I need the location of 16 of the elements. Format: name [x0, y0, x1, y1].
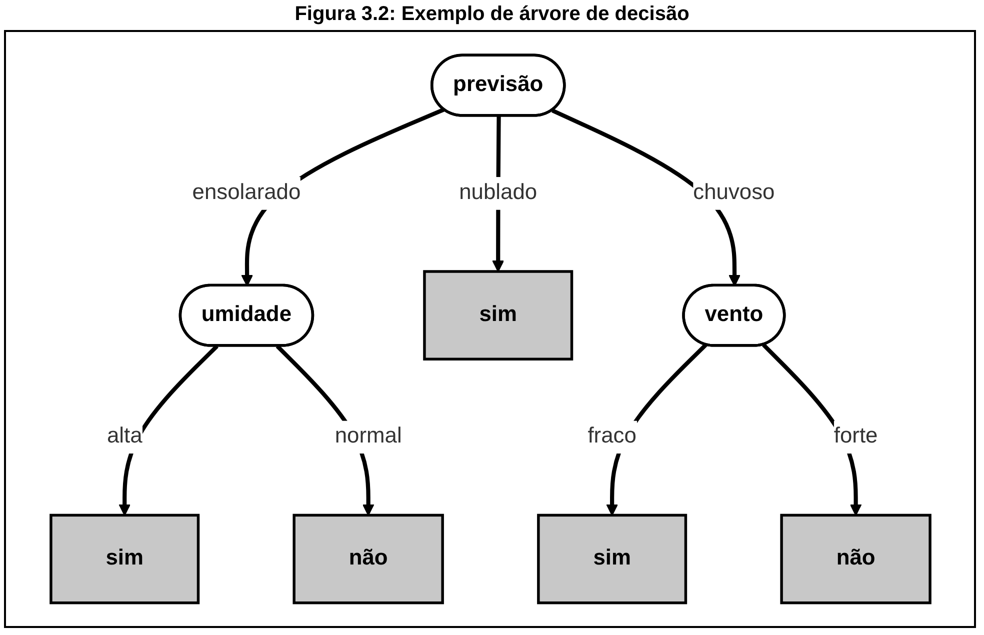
edge-label: alta [106, 424, 142, 448]
figure-frame: ensolarado nublado chuvoso alta normal fraco forte previsão umidade sim vento sim não sim não [4, 30, 976, 628]
edge-label: fraco [587, 424, 636, 448]
node-box [422, 270, 573, 360]
figure-title: Figura 3.2: Exemplo de árvore de decisão [294, 2, 690, 27]
node-box [49, 514, 200, 604]
edge-label: nublado [458, 181, 537, 204]
edge-label: forte [833, 424, 878, 448]
node-box [780, 514, 931, 604]
arrow [551, 108, 740, 286]
arrow [118, 344, 218, 516]
node-box [292, 514, 444, 604]
edge-label: ensolarado [192, 181, 300, 204]
node-box [536, 514, 687, 604]
edge-label: normal [334, 424, 402, 448]
edge-label: chuvoso [692, 181, 774, 204]
